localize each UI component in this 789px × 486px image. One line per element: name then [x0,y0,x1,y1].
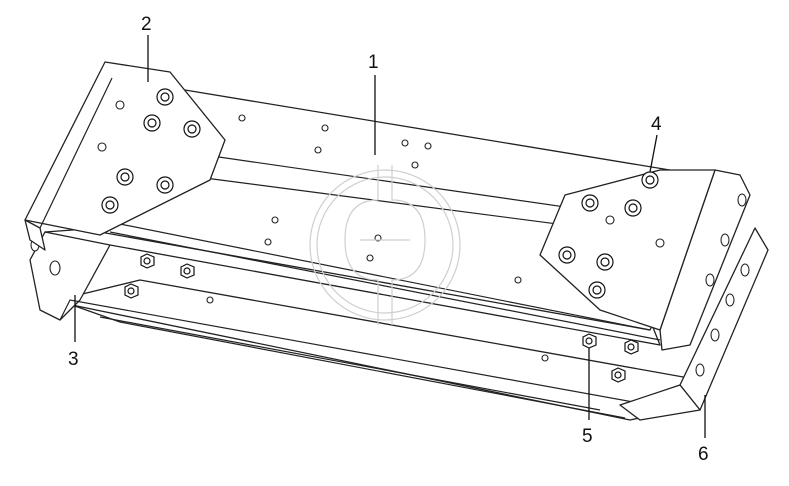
nut-icon [611,367,626,383]
bracket-hole [705,273,715,287]
plate-hole [271,216,279,224]
bracket-hole [115,100,125,110]
plate-hole [314,146,322,154]
plate-hole [238,114,246,122]
bolt-group-right [558,171,659,299]
nut-icon [124,283,139,299]
bracket-hole [720,233,730,247]
bolt-icon [588,281,606,299]
callout-3: 3 [68,349,79,370]
bolt-icon [624,199,642,217]
bolt-icon [183,120,201,138]
callout-1: 1 [368,52,379,73]
rail-hole [740,263,750,277]
right-mounting-bracket [539,169,716,331]
bolt-icon [116,168,134,186]
nut-icon [624,339,639,355]
bracket-hole [737,193,747,207]
nut-icon [180,263,195,279]
logo-watermark [309,165,461,325]
left-mounting-bracket [24,61,226,251]
rail-hole [49,260,61,276]
plate-hole [514,276,522,284]
right-lower-rail [619,227,769,421]
bolt-icon [156,176,174,194]
plate-hole [264,238,272,246]
plate-hole [541,354,549,362]
plate-hole [366,254,374,262]
bolt-icon [581,194,599,212]
nut-icon [140,253,155,269]
rail-hole [710,328,720,342]
rail-hole [725,293,735,307]
bolt-icon [156,88,174,106]
leader-line-4 [649,134,658,173]
plate-hole [206,296,214,304]
bracket-hole [655,238,665,248]
nut-icon [582,333,597,349]
plate-hole [424,142,432,150]
bolt-group-left [101,88,201,214]
callout-6: 6 [698,444,709,465]
callout-2: 2 [141,14,152,35]
callout-4: 4 [651,114,662,135]
plate-hole [411,161,419,169]
bolt-icon [558,246,576,264]
nut-group [124,253,639,383]
bolt-icon [101,196,119,214]
plate-hole [321,124,329,132]
bracket-hole [605,215,615,225]
bracket-hole [97,142,107,152]
bolt-icon [596,253,614,271]
plate-hole [401,139,409,147]
bolt-icon [641,171,659,189]
bolt-icon [143,114,161,132]
left-lower-rail [29,227,661,406]
rail-hole [695,363,705,377]
callout-5: 5 [582,426,593,447]
